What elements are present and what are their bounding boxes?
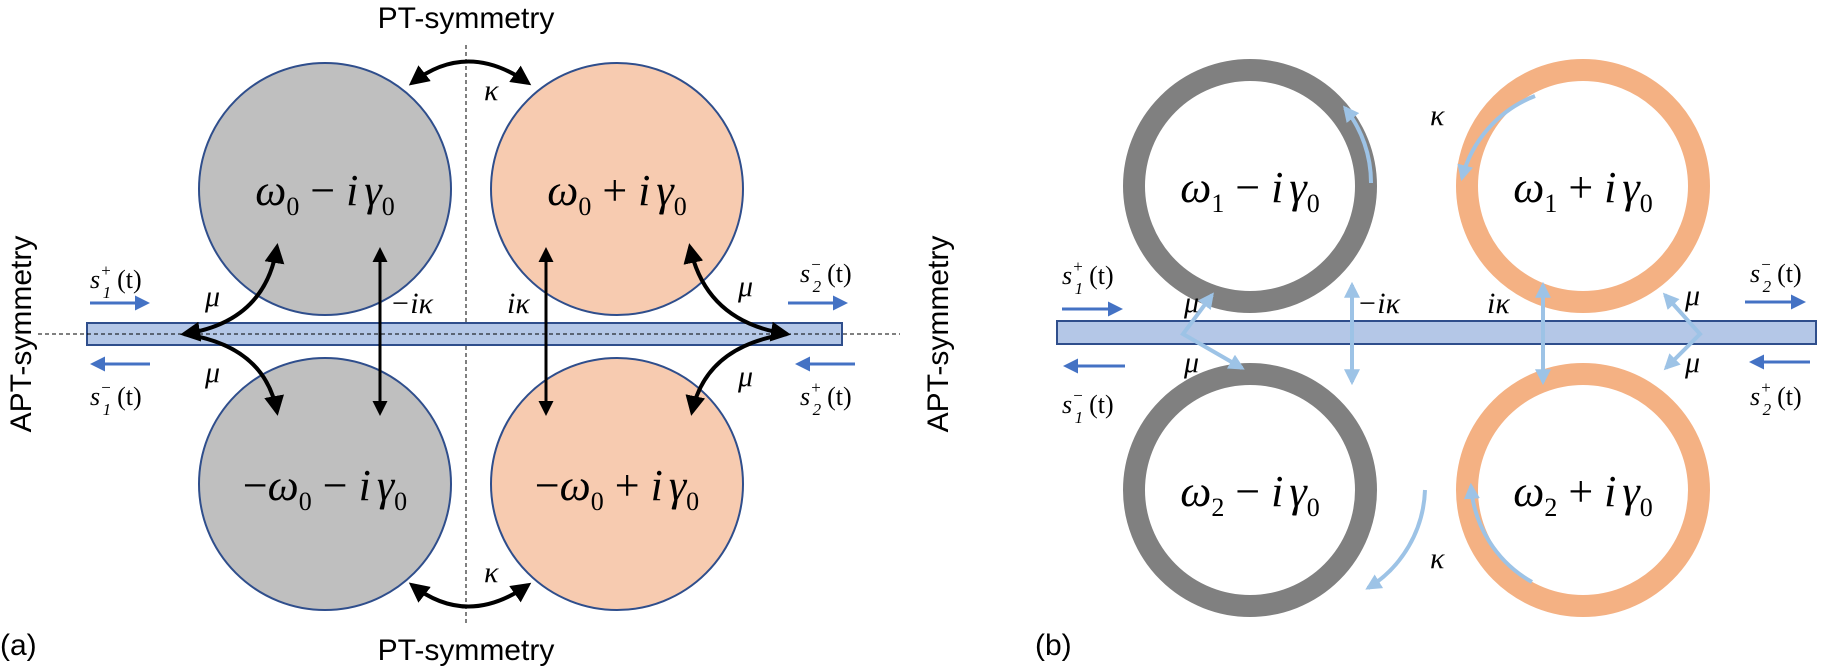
mu-top-right-label-b: μ bbox=[1684, 279, 1700, 312]
minus-i-kappa-label-b: −iκ bbox=[1357, 287, 1401, 320]
waveguide-b bbox=[1056, 320, 1817, 345]
port-s2-in-label-b: s+2(t) bbox=[1750, 378, 1802, 419]
port-s1-out-label: s−1(t) bbox=[90, 378, 142, 419]
ring-bottom-left bbox=[1123, 363, 1377, 617]
circulation-arrow-top-right bbox=[1457, 94, 1536, 182]
port-s1-in-label: s+1(t) bbox=[90, 261, 142, 302]
mu-bottom-left-label: μ bbox=[204, 356, 220, 389]
panel-a: PT-symmetry PT-symmetry APT-symmetry APT… bbox=[0, 2, 955, 667]
mu-bottom-right-label-b: μ bbox=[1684, 346, 1700, 379]
port-s1-out-label-b: s−1(t) bbox=[1062, 386, 1114, 427]
panel-b-label: (b) bbox=[1035, 629, 1072, 662]
mu-top-right-label: μ bbox=[737, 270, 753, 303]
mu-top-left-label-b: μ bbox=[1183, 286, 1199, 319]
resonator-bottom-left bbox=[198, 357, 452, 611]
mu-bottom-left-label-b: μ bbox=[1183, 346, 1199, 379]
panel-a-label: (a) bbox=[0, 629, 37, 662]
port-s1-in-label-b: s+1(t) bbox=[1062, 257, 1114, 298]
resonator-top-right bbox=[490, 62, 744, 316]
kappa-top-label-b: κ bbox=[1430, 99, 1445, 132]
kappa-bottom-label-b: κ bbox=[1430, 542, 1445, 575]
circulation-arrow-top-left bbox=[1343, 105, 1374, 184]
i-kappa-label: iκ bbox=[507, 287, 530, 320]
i-kappa-label-b: iκ bbox=[1487, 287, 1510, 320]
panel-b: (b) κ κ −iκ iκ μ μ μ μ s+1(t) s−1(t) s−2… bbox=[1035, 59, 1817, 662]
pt-symmetry-bottom-label: PT-symmetry bbox=[378, 634, 555, 667]
mu-bottom-right-arrow bbox=[685, 332, 788, 416]
mu-top-left-label: μ bbox=[204, 280, 220, 313]
mu-right-arrows-b bbox=[1662, 292, 1703, 371]
port-s2-out-label-b: s−2(t) bbox=[1750, 255, 1802, 296]
mu-bottom-left-arrow bbox=[183, 332, 284, 416]
mu-top-left-arrow bbox=[180, 243, 285, 342]
circulation-arrow-bottom-left bbox=[1365, 489, 1427, 590]
kappa-bottom-label: κ bbox=[484, 556, 499, 589]
port-s2-out-label: s−2(t) bbox=[800, 255, 852, 296]
pt-symmetry-top-label: PT-symmetry bbox=[378, 2, 555, 35]
port-s2-in-label: s+2(t) bbox=[800, 378, 852, 419]
mu-left-arrows-b bbox=[1180, 292, 1245, 370]
mu-bottom-right-label: μ bbox=[737, 360, 753, 393]
kappa-top-label: κ bbox=[484, 74, 499, 107]
ring-top-right bbox=[1456, 59, 1710, 313]
apt-symmetry-left-label: APT-symmetry bbox=[5, 236, 38, 433]
mu-top-right-arrow bbox=[683, 243, 791, 342]
circulation-arrow-bottom-right bbox=[1463, 482, 1533, 584]
resonator-bottom-right bbox=[490, 357, 744, 611]
minus-i-kappa-label: −iκ bbox=[390, 287, 434, 320]
kappa-bottom-arrow bbox=[408, 582, 532, 609]
apt-symmetry-right-label: APT-symmetry bbox=[922, 236, 955, 433]
ring-top-left bbox=[1123, 59, 1377, 313]
kappa-top-arrow bbox=[408, 59, 532, 86]
